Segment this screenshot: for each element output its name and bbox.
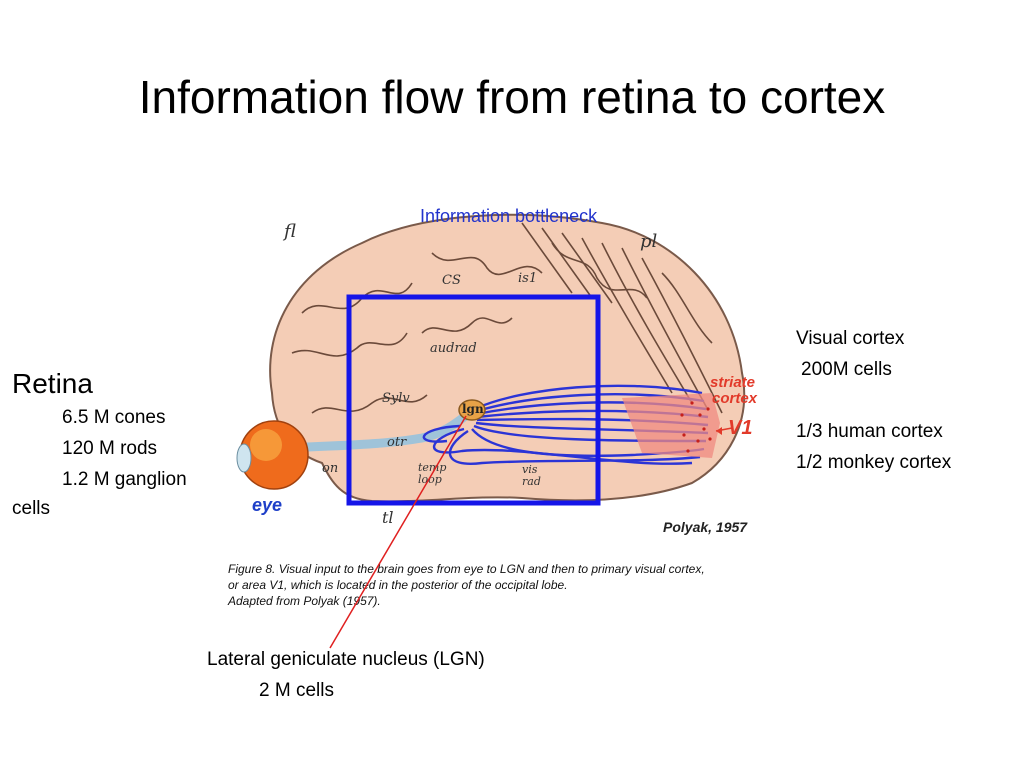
retina-rods: 120 M rods [62, 438, 158, 459]
fl-label: fl [284, 221, 297, 242]
caption-line: Adapted from Polyak (1957). [228, 594, 381, 608]
tl-label: tl [382, 508, 394, 527]
monkey-cortex-fraction: 1/2 monkey cortex [796, 452, 952, 473]
retina-ganglion-wrap: cells [12, 498, 51, 519]
human-cortex-fraction: 1/3 human cortex [796, 421, 943, 442]
retina-cones: 6.5 M cones [62, 407, 166, 428]
lgn-cells: 2 M cells [259, 680, 334, 701]
brain-figure: striate cortex V1 eye lgn fl pl CS is1 a… [222, 183, 784, 628]
caption-line: or area V1, which is located in the post… [228, 578, 568, 592]
slide-title: Information flow from retina to cortex [138, 71, 886, 123]
retina-block: Retina 6.5 M cones 120 M rods 1.2 M gang… [12, 366, 227, 524]
lgn-block: Lateral geniculate nucleus (LGN) 2 M cel… [207, 644, 485, 706]
lgn-figure-label: lgn [462, 402, 484, 416]
pl-label: pl [640, 231, 658, 252]
visual-cortex-heading: Visual cortex [796, 328, 905, 349]
bottleneck-label: Information bottleneck [420, 206, 598, 226]
audrad-label: audrad [430, 341, 477, 356]
figure-caption: Figure 8. Visual input to the brain goes… [228, 561, 788, 609]
lgn-node [458, 399, 486, 421]
v1-label: V1 [728, 417, 753, 439]
loop-label: loop [418, 473, 442, 486]
bottleneck-box [346, 294, 601, 506]
cs-label: CS [442, 273, 461, 288]
figure-credit: Polyak, 1957 [663, 519, 748, 535]
optic-nerve [291, 407, 475, 453]
visual-cortex-cells: 200M cells [801, 359, 892, 380]
otr-label: otr [387, 435, 407, 450]
spacer [796, 385, 1016, 416]
vis-label: vis [522, 463, 538, 476]
eye-label: eye [252, 495, 283, 515]
brain-illustration [236, 213, 746, 506]
on-label: on [322, 461, 339, 476]
retina-ganglion: 1.2 M ganglion [62, 469, 187, 490]
cortex-label: cortex [712, 390, 758, 407]
striate-cortex-region [622, 393, 720, 458]
is-label: is1 [518, 271, 538, 286]
lgn-heading: Lateral geniculate nucleus (LGN) [207, 649, 485, 670]
striate-label: striate [710, 374, 756, 391]
rad-label: rad [522, 475, 541, 488]
caption-line: Figure 8. Visual input to the brain goes… [228, 562, 705, 576]
sylv-label: Sylv [382, 391, 410, 406]
striate-dots [680, 401, 712, 453]
retina-heading: Retina [12, 368, 93, 399]
temp-label: temp [418, 461, 447, 474]
visual-cortex-block: Visual cortex 200M cells 1/3 human corte… [796, 323, 1016, 478]
eye-lens [236, 443, 252, 473]
